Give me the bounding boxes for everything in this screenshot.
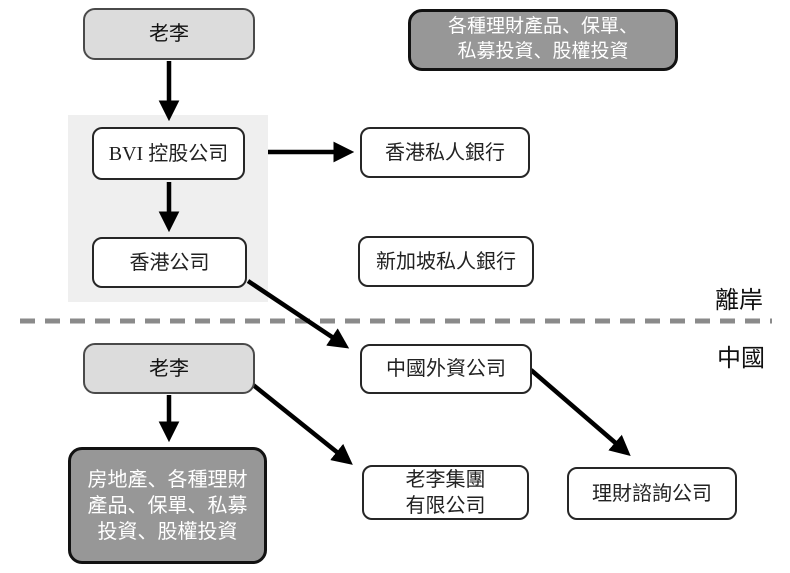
node-wealth-consulting-company: 理財諮詢公司	[567, 467, 737, 520]
arrow-laoli-to-laoli-group	[250, 382, 353, 465]
offshore-region-label: 離岸	[715, 288, 763, 314]
node-laoli-offshore: 老李	[83, 8, 255, 60]
china-region-label: 中國	[717, 346, 765, 372]
node-label: BVI 控股公司	[108, 142, 229, 165]
arrow-china-foreign-to-wealth-consulting	[529, 368, 631, 457]
node-bvi-holding-company: BVI 控股公司	[92, 127, 245, 180]
node-label: 理財諮詢公司	[592, 482, 712, 505]
node-offshore-assets: 各種理財產品、保單、 私募投資、股權投資	[408, 9, 678, 71]
node-hk-company: 香港公司	[92, 237, 247, 288]
node-label: 香港私人銀行	[385, 141, 505, 164]
node-china-foreign-company: 中國外資公司	[360, 344, 532, 394]
node-hk-private-bank: 香港私人銀行	[360, 127, 530, 178]
node-label: 香港公司	[129, 251, 210, 274]
node-label: 各種理財產品、保單、 私募投資、股權投資	[447, 16, 638, 62]
node-label: 老李	[149, 23, 189, 45]
node-singapore-private-bank: 新加坡私人銀行	[358, 236, 534, 287]
node-laoli-group-limited: 老李集團 有限公司	[362, 465, 529, 520]
node-china-assets: 房地產、各種理財 產品、保單、私募 投資、股權投資	[68, 447, 267, 564]
node-label: 老李集團 有限公司	[405, 468, 486, 517]
node-label: 新加坡私人銀行	[376, 250, 516, 273]
arrow-hk-company-to-china-foreign-company	[246, 279, 350, 349]
node-label: 中國外資公司	[386, 358, 506, 380]
node-label: 房地產、各種理財 產品、保單、私募 投資、股權投資	[87, 468, 248, 543]
node-label: 老李	[149, 357, 189, 380]
node-laoli-china: 老李	[83, 343, 255, 394]
